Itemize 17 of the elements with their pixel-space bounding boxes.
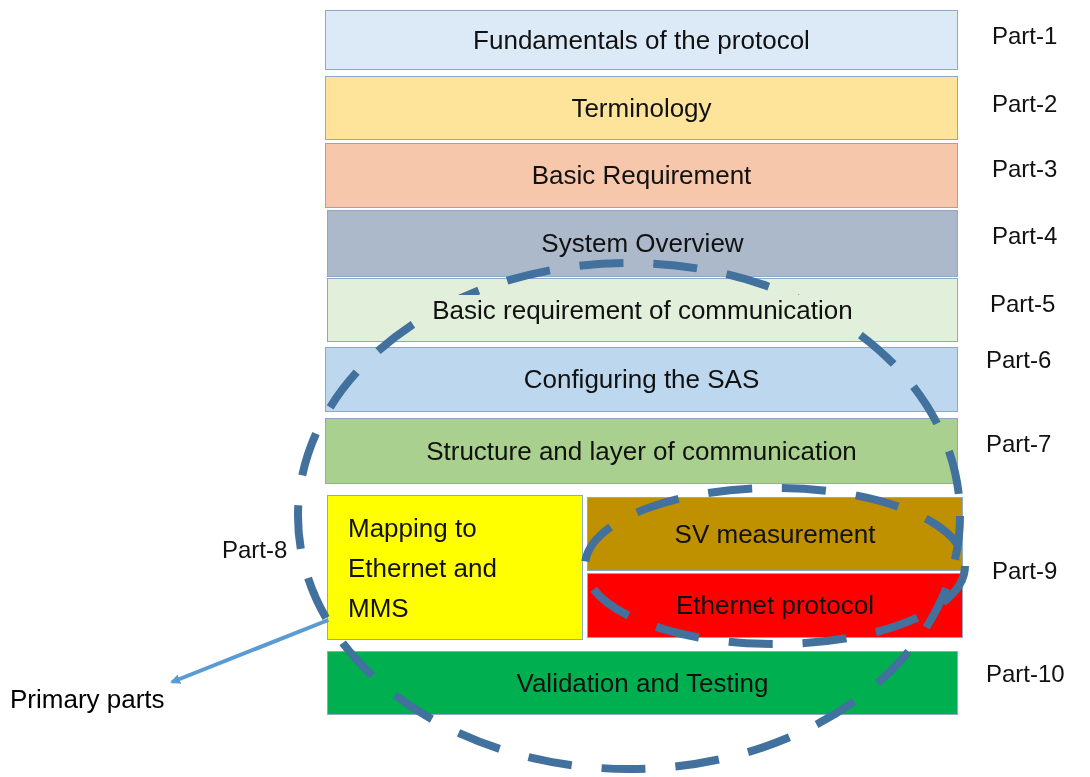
part-number: Part-9: [992, 557, 1058, 585]
arrow: [170, 618, 330, 684]
caption-text: Primary parts: [10, 684, 165, 715]
dashed-ellipse: [293, 258, 965, 774]
part-number: Part-3: [992, 155, 1058, 183]
part-number: Part-10: [986, 660, 1065, 688]
layer-bar: [327, 210, 958, 277]
layer-bar: [325, 143, 958, 208]
part-number: Part-2: [992, 90, 1058, 118]
part-number: Part-1: [992, 22, 1058, 50]
part-number: Part-6: [986, 346, 1052, 374]
layer-bar: [325, 10, 958, 70]
part-number: Part-4: [992, 222, 1058, 250]
part-number: Part-8: [222, 536, 288, 564]
part-number: Part-7: [986, 430, 1052, 458]
part-number: Part-5: [990, 290, 1056, 318]
layer-bar: [325, 76, 958, 140]
